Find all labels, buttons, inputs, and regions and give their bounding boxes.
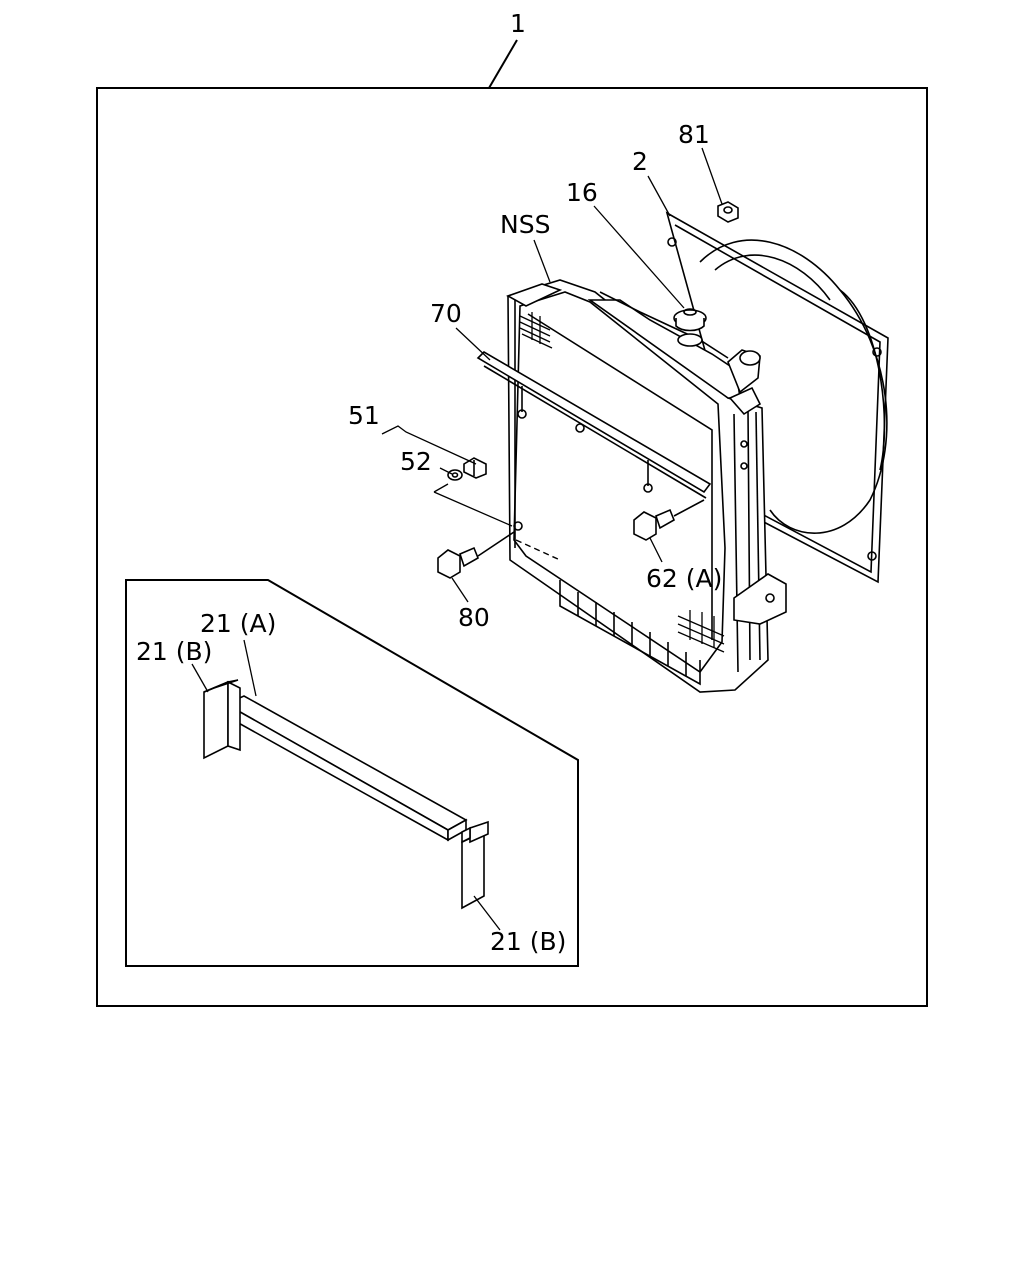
callout-51: 51 — [348, 401, 380, 430]
clamp-21b-upper — [203, 679, 241, 760]
callout-21a: 21 (A) — [200, 609, 276, 638]
leader-21b-upper — [191, 663, 209, 693]
radiator — [506, 279, 787, 693]
leader-70 — [455, 327, 491, 361]
radiator-cap-16 — [673, 308, 707, 332]
callout-16: 16 — [566, 178, 598, 207]
bolt-62a — [633, 499, 705, 541]
leader-21b-lower — [473, 895, 501, 931]
inset-box — [125, 579, 579, 967]
leader-nss — [533, 239, 551, 283]
callout-1: 1 — [510, 9, 526, 38]
leader-52 — [439, 467, 453, 475]
callout-81: 81 — [678, 120, 710, 149]
leader-81 — [701, 147, 723, 205]
leader-62a — [649, 537, 663, 563]
callout-62a: 62 (A) — [646, 564, 722, 593]
leader-80 — [451, 577, 469, 603]
plate-70 — [476, 350, 712, 499]
clamp-21a — [224, 695, 468, 842]
diagram-frame — [96, 87, 928, 1007]
leader-21a — [243, 639, 257, 697]
washer-52 — [447, 469, 463, 481]
callout-21b-lower: 21 (B) — [490, 927, 566, 956]
callout-80: 80 — [458, 603, 490, 632]
callout-2: 2 — [632, 147, 648, 176]
leader-1 — [488, 39, 518, 89]
leader-51 — [381, 425, 513, 527]
callout-nss: NSS — [500, 210, 550, 239]
leader-2 — [647, 175, 671, 217]
clamp-21b-lower — [461, 820, 489, 910]
callout-52: 52 — [400, 447, 432, 476]
leader-16 — [593, 205, 685, 309]
callout-21b-upper: 21 (B) — [136, 637, 212, 666]
callout-70: 70 — [430, 299, 462, 328]
bolt-80 — [437, 531, 515, 579]
nut-81 — [717, 201, 739, 223]
bolt-52 — [463, 457, 487, 479]
